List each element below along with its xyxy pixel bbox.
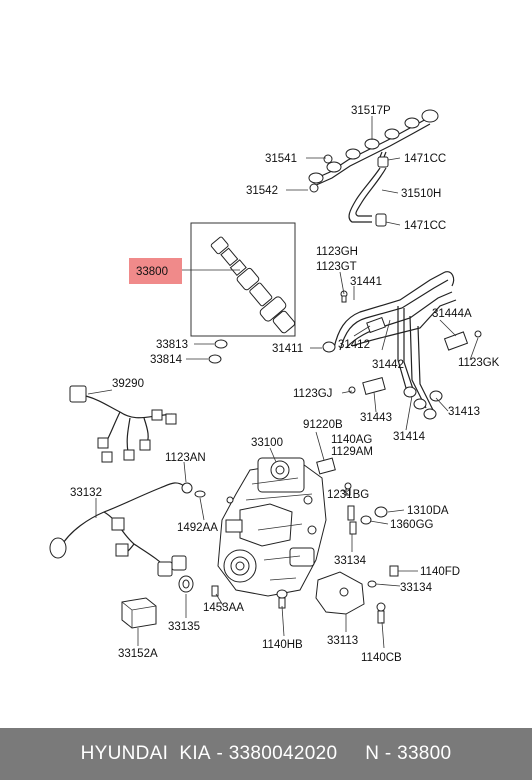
footer-separator: - — [210, 743, 229, 764]
label-91220B: 91220B — [303, 419, 343, 431]
label-31411: 31411 — [272, 343, 303, 355]
label-33113: 33113 — [327, 635, 358, 647]
label-1123GT: 1123GT — [316, 261, 357, 273]
footer-gap — [337, 743, 365, 765]
label-33800: 33800 — [136, 266, 168, 278]
label-31441: 31441 — [350, 276, 382, 288]
label-1471CC-b: 1471CC — [404, 220, 446, 232]
label-31442: 31442 — [372, 359, 404, 371]
label-33134-a: 33134 — [334, 555, 367, 567]
wiring-harness-33132 — [49, 482, 187, 577]
label-31510H: 31510H — [401, 188, 441, 200]
injector-box — [190, 222, 296, 337]
label-39290: 39290 — [112, 378, 144, 390]
label-1492AA: 1492AA — [177, 522, 218, 534]
label-1140CB: 1140CB — [361, 652, 402, 664]
label-33135: 33135 — [168, 621, 200, 633]
part-labels: 31517P 31541 1471CC 31542 31510H 1471CC … — [70, 105, 500, 664]
highlight-33800 — [129, 258, 182, 284]
label-31443: 31443 — [360, 412, 392, 424]
label-33814: 33814 — [150, 354, 183, 366]
label-1140HB: 1140HB — [262, 639, 303, 651]
injection-pump-33100 — [217, 457, 327, 597]
label-1453AA: 1453AA — [203, 602, 244, 614]
wiring-harness-39290 — [69, 385, 177, 463]
footer-bar: HYUNDAI KIA - 3380042020 N - 33800 — [0, 728, 532, 780]
label-1123GJ: 1123GJ — [293, 388, 332, 400]
label-31541: 31541 — [265, 153, 297, 165]
label-1123AN: 1123AN — [165, 452, 206, 464]
footer-brand: HYUNDAI KIA — [80, 743, 211, 764]
label-31413: 31413 — [448, 406, 480, 418]
injection-pipes — [322, 271, 482, 420]
leader-lines — [87, 116, 479, 649]
return-line-assembly — [308, 109, 439, 227]
label-31542: 31542 — [246, 185, 278, 197]
label-1140AG: 1140AG — [331, 434, 372, 446]
label-1310DA: 1310DA — [407, 505, 449, 517]
label-1471CC-a: 1471CC — [404, 153, 446, 165]
label-33132: 33132 — [70, 487, 102, 499]
footer-part-number: 3380042020 — [228, 743, 338, 764]
label-33152A: 33152A — [118, 648, 158, 660]
label-31414: 31414 — [393, 431, 426, 443]
label-1129AM: 1129AM — [331, 446, 373, 458]
label-1140FD: 1140FD — [420, 566, 460, 578]
parts-diagram: 31517P 31541 1471CC 31542 31510H 1471CC … — [49, 105, 500, 664]
label-31444A: 31444A — [432, 308, 472, 320]
label-1360GG: 1360GG — [390, 519, 434, 531]
label-1123GH: 1123GH — [316, 246, 358, 258]
label-31517P: 31517P — [351, 105, 391, 117]
label-1231BG: 1231BG — [327, 489, 369, 501]
label-33813: 33813 — [156, 339, 188, 351]
label-33100: 33100 — [251, 437, 283, 449]
label-31412: 31412 — [338, 339, 370, 351]
footer-ref: N - 33800 — [365, 743, 452, 764]
label-1123GK: 1123GK — [458, 357, 500, 369]
label-33134-b: 33134 — [400, 582, 433, 594]
